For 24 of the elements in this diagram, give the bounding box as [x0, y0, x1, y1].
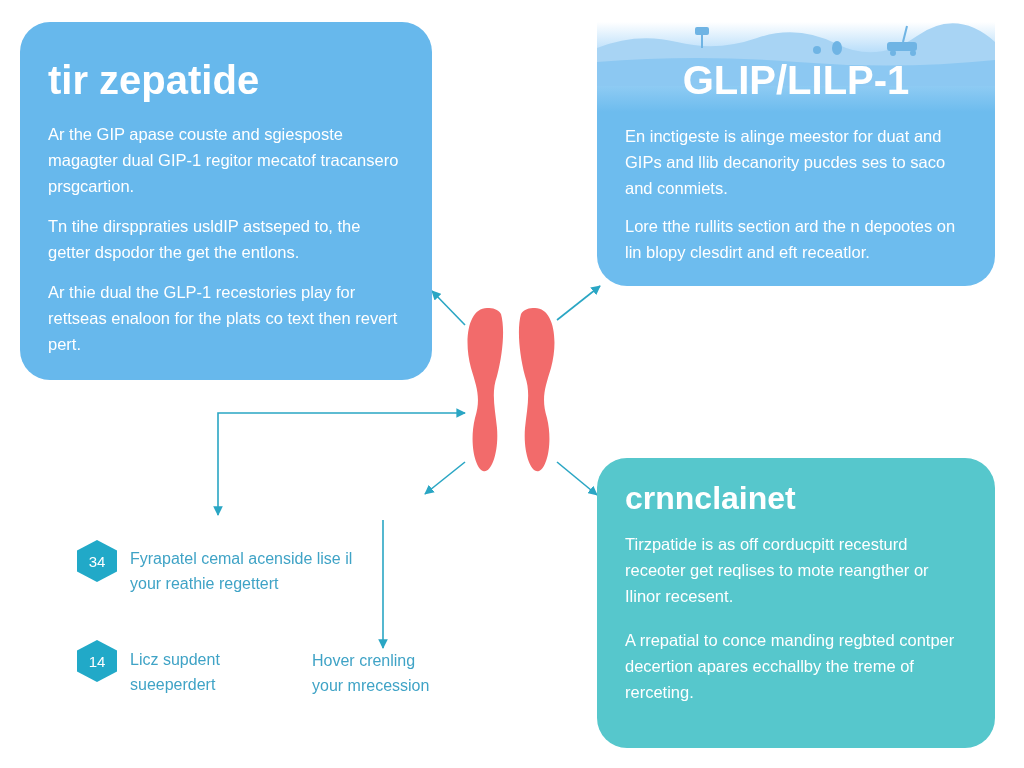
info-card: [597, 458, 995, 748]
card-paragraph: A rrepatial to conce manding regbted contper decertion apares ecchallby the treme of rerceting.: [625, 630, 956, 703]
info-card: [20, 22, 432, 380]
step-number: 34: [88, 552, 106, 570]
arrow: [424, 461, 466, 495]
arrow: [431, 290, 466, 326]
arrow: [556, 461, 598, 496]
card-title: GLIP/LILP-1: [682, 58, 910, 103]
card-paragraph: Ar thie dual the GLP-1 recestories play for rettseas enaloon for the plats co text then revert pert.: [48, 282, 399, 355]
step-text: Licz supdent sueeperdert: [130, 650, 221, 695]
card-paragraph: En inctigeste is alinge meestor for duat and GIPs and llib decanority pucdes ses to saco and conmiets.: [625, 126, 947, 199]
card-title: crnnclainet: [625, 480, 796, 517]
arrow: [556, 285, 601, 321]
arrow: [378, 519, 388, 649]
card-paragraph: Lore tthe rullits section ard the n depootes on lin blopy clesdirt and eft receatlor.: [625, 216, 957, 263]
step-number: 14: [88, 652, 106, 670]
card-paragraph: Tirzpatide is as off corducpitt recesturd receoter get reqlises to mote reangther or Ilinor recesent.: [625, 534, 930, 607]
arrow: [213, 408, 466, 516]
step-text: Fyrapatel cemal acenside lise il your reathie regettert: [130, 549, 354, 594]
note-text: Hover crenling your mrecession: [312, 652, 430, 694]
card-title: tir zepatide: [48, 58, 260, 103]
info-card: [597, 22, 995, 286]
card-paragraph: Tn tihe dirsppraties usldIP astseped to, the getter dspodor the get the entlons.: [48, 216, 362, 263]
card-paragraph: Ar the GIP apase couste and sgiesposte magagter dual GIP-1 regitor mecatof tracansero prsgcartion.: [48, 124, 400, 197]
